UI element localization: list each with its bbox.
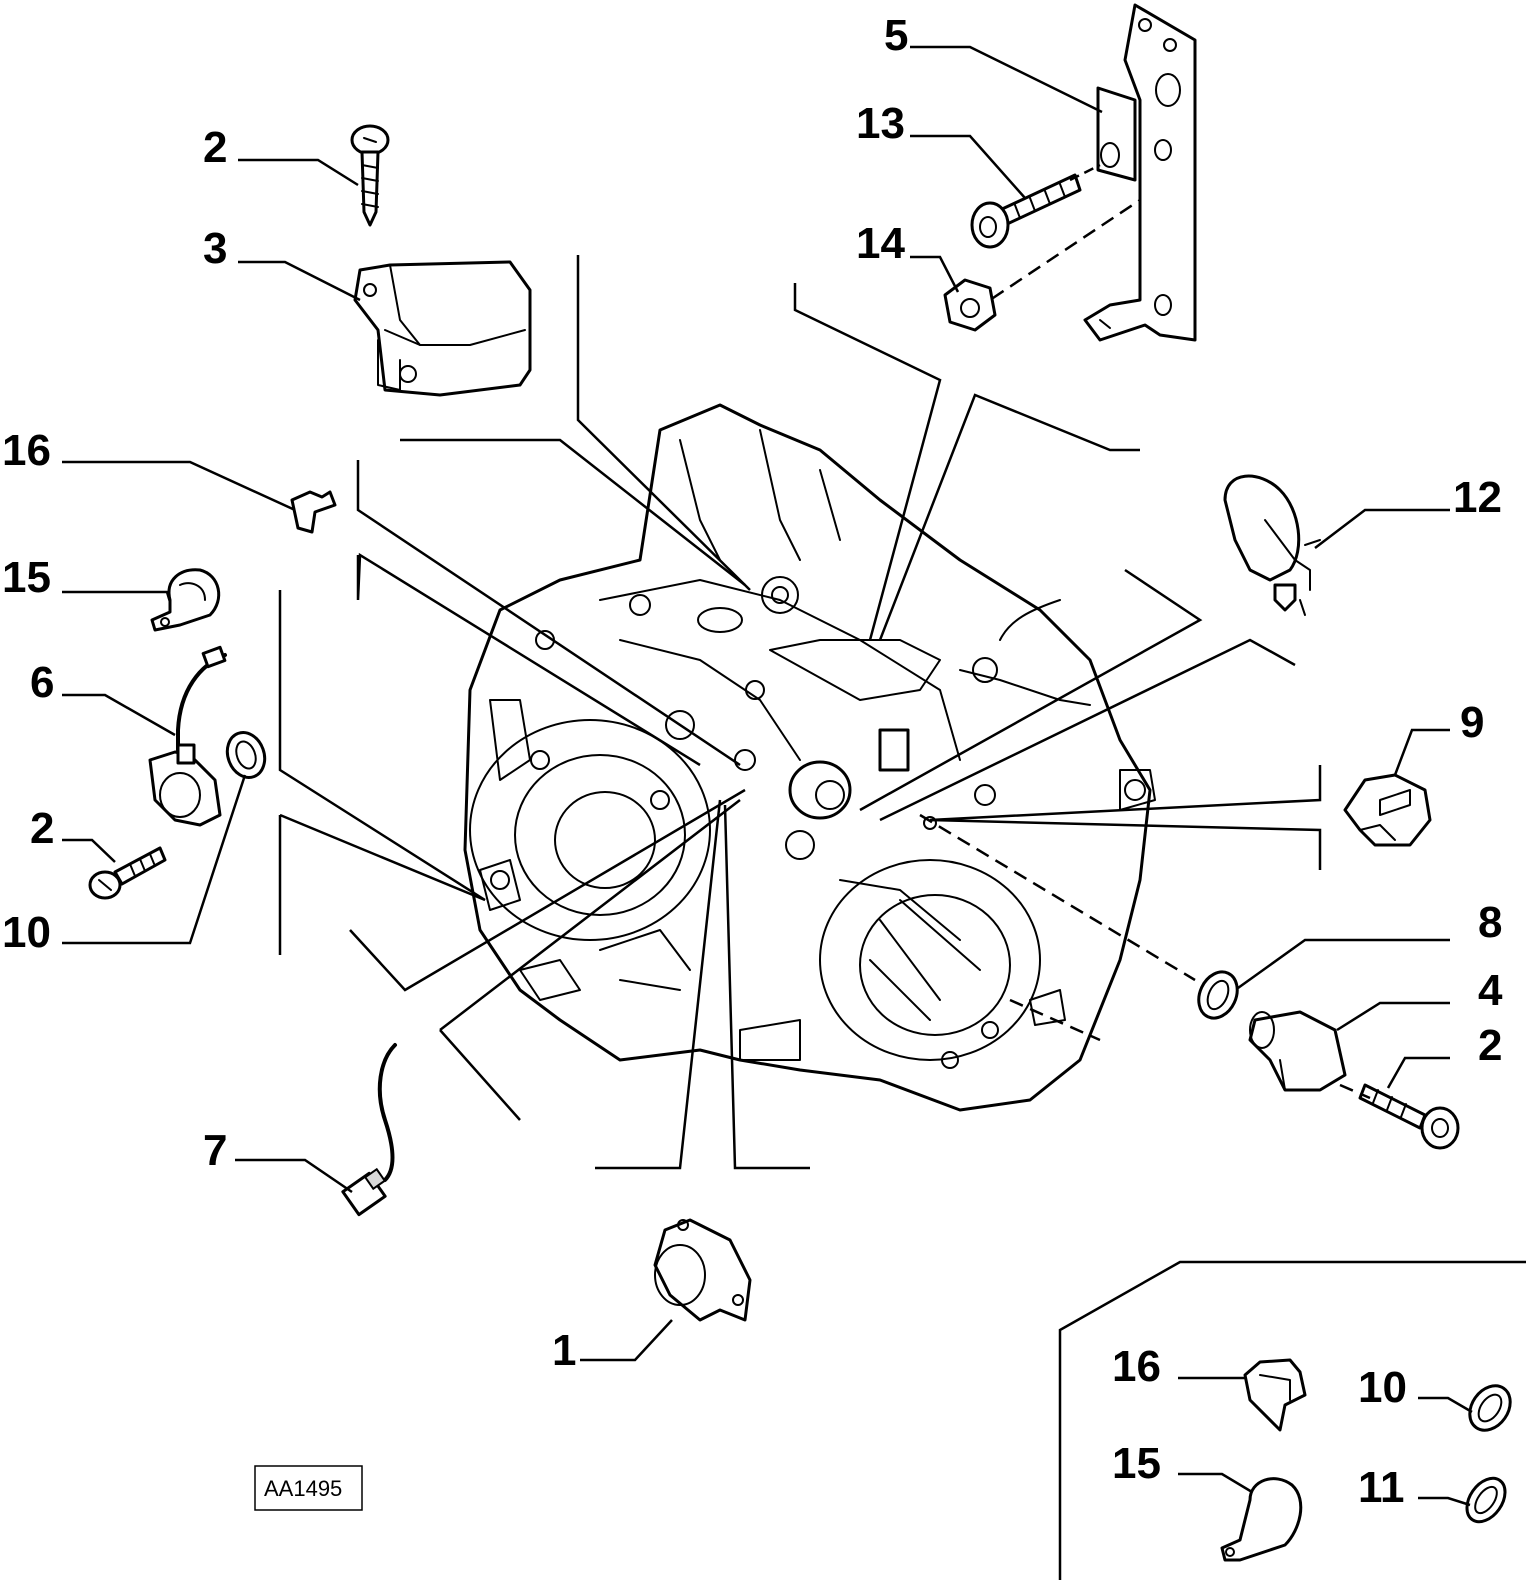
callout-3: 3 [203, 224, 227, 273]
part-16-clip-left [290, 490, 337, 534]
part-10-washer-left [225, 731, 267, 779]
part-15-clamp-inset [1220, 1477, 1303, 1562]
callout-labels: 2 3 5 13 14 16 15 6 2 10 7 1 12 9 8 4 2 … [2, 11, 1503, 1512]
part-15-clamp-left [150, 568, 221, 632]
part-10-washer-inset [1468, 1384, 1512, 1432]
callout-12: 12 [1453, 473, 1502, 522]
part-14-nut [943, 278, 997, 332]
callout-16-left: 16 [2, 426, 51, 475]
part-2-screw-left [88, 846, 167, 900]
callout-2-right: 2 [1478, 1021, 1502, 1070]
callout-6: 6 [30, 658, 54, 707]
part-2-screw-top [350, 124, 390, 227]
part-9-connector [1343, 773, 1432, 847]
callout-7: 7 [203, 1126, 227, 1175]
callout-8: 8 [1478, 898, 1502, 947]
part-3-actuator [353, 260, 532, 397]
callout-15-left: 15 [2, 553, 51, 602]
part-12-connector [1223, 474, 1321, 616]
part-7-sensor [341, 1043, 397, 1217]
callout-4: 4 [1478, 966, 1503, 1015]
part-2-screw-right [1358, 1083, 1460, 1150]
callout-15-inset: 15 [1112, 1439, 1161, 1488]
callout-16-inset: 16 [1112, 1342, 1161, 1391]
callout-2-top: 2 [203, 123, 227, 172]
part-8-washer [1197, 970, 1239, 1020]
callout-5: 5 [884, 11, 908, 60]
part-6-sensor [148, 645, 227, 827]
part-1-sensor [653, 1218, 752, 1322]
part-4-sensor [1248, 1010, 1347, 1092]
part-16-clip-inset [1243, 1358, 1307, 1432]
callout-13: 13 [856, 99, 905, 148]
callout-11-inset: 11 [1358, 1463, 1405, 1512]
part-11-washer-inset [1465, 1476, 1507, 1524]
gearbox-housing [463, 403, 1156, 1112]
callout-14: 14 [856, 219, 905, 268]
callout-10-left: 10 [2, 908, 51, 957]
diagram-code: AA1495 [264, 1476, 342, 1501]
callout-2-left: 2 [30, 804, 54, 853]
inset-boundary [1058, 1260, 1526, 1580]
diagram-code-box: AA1495 [254, 1465, 363, 1511]
part-13-bolt [970, 173, 1082, 249]
callout-9: 9 [1460, 698, 1484, 747]
leader-lines [62, 45, 1473, 1507]
callout-10-inset: 10 [1358, 1363, 1407, 1412]
callout-1: 1 [552, 1326, 576, 1375]
